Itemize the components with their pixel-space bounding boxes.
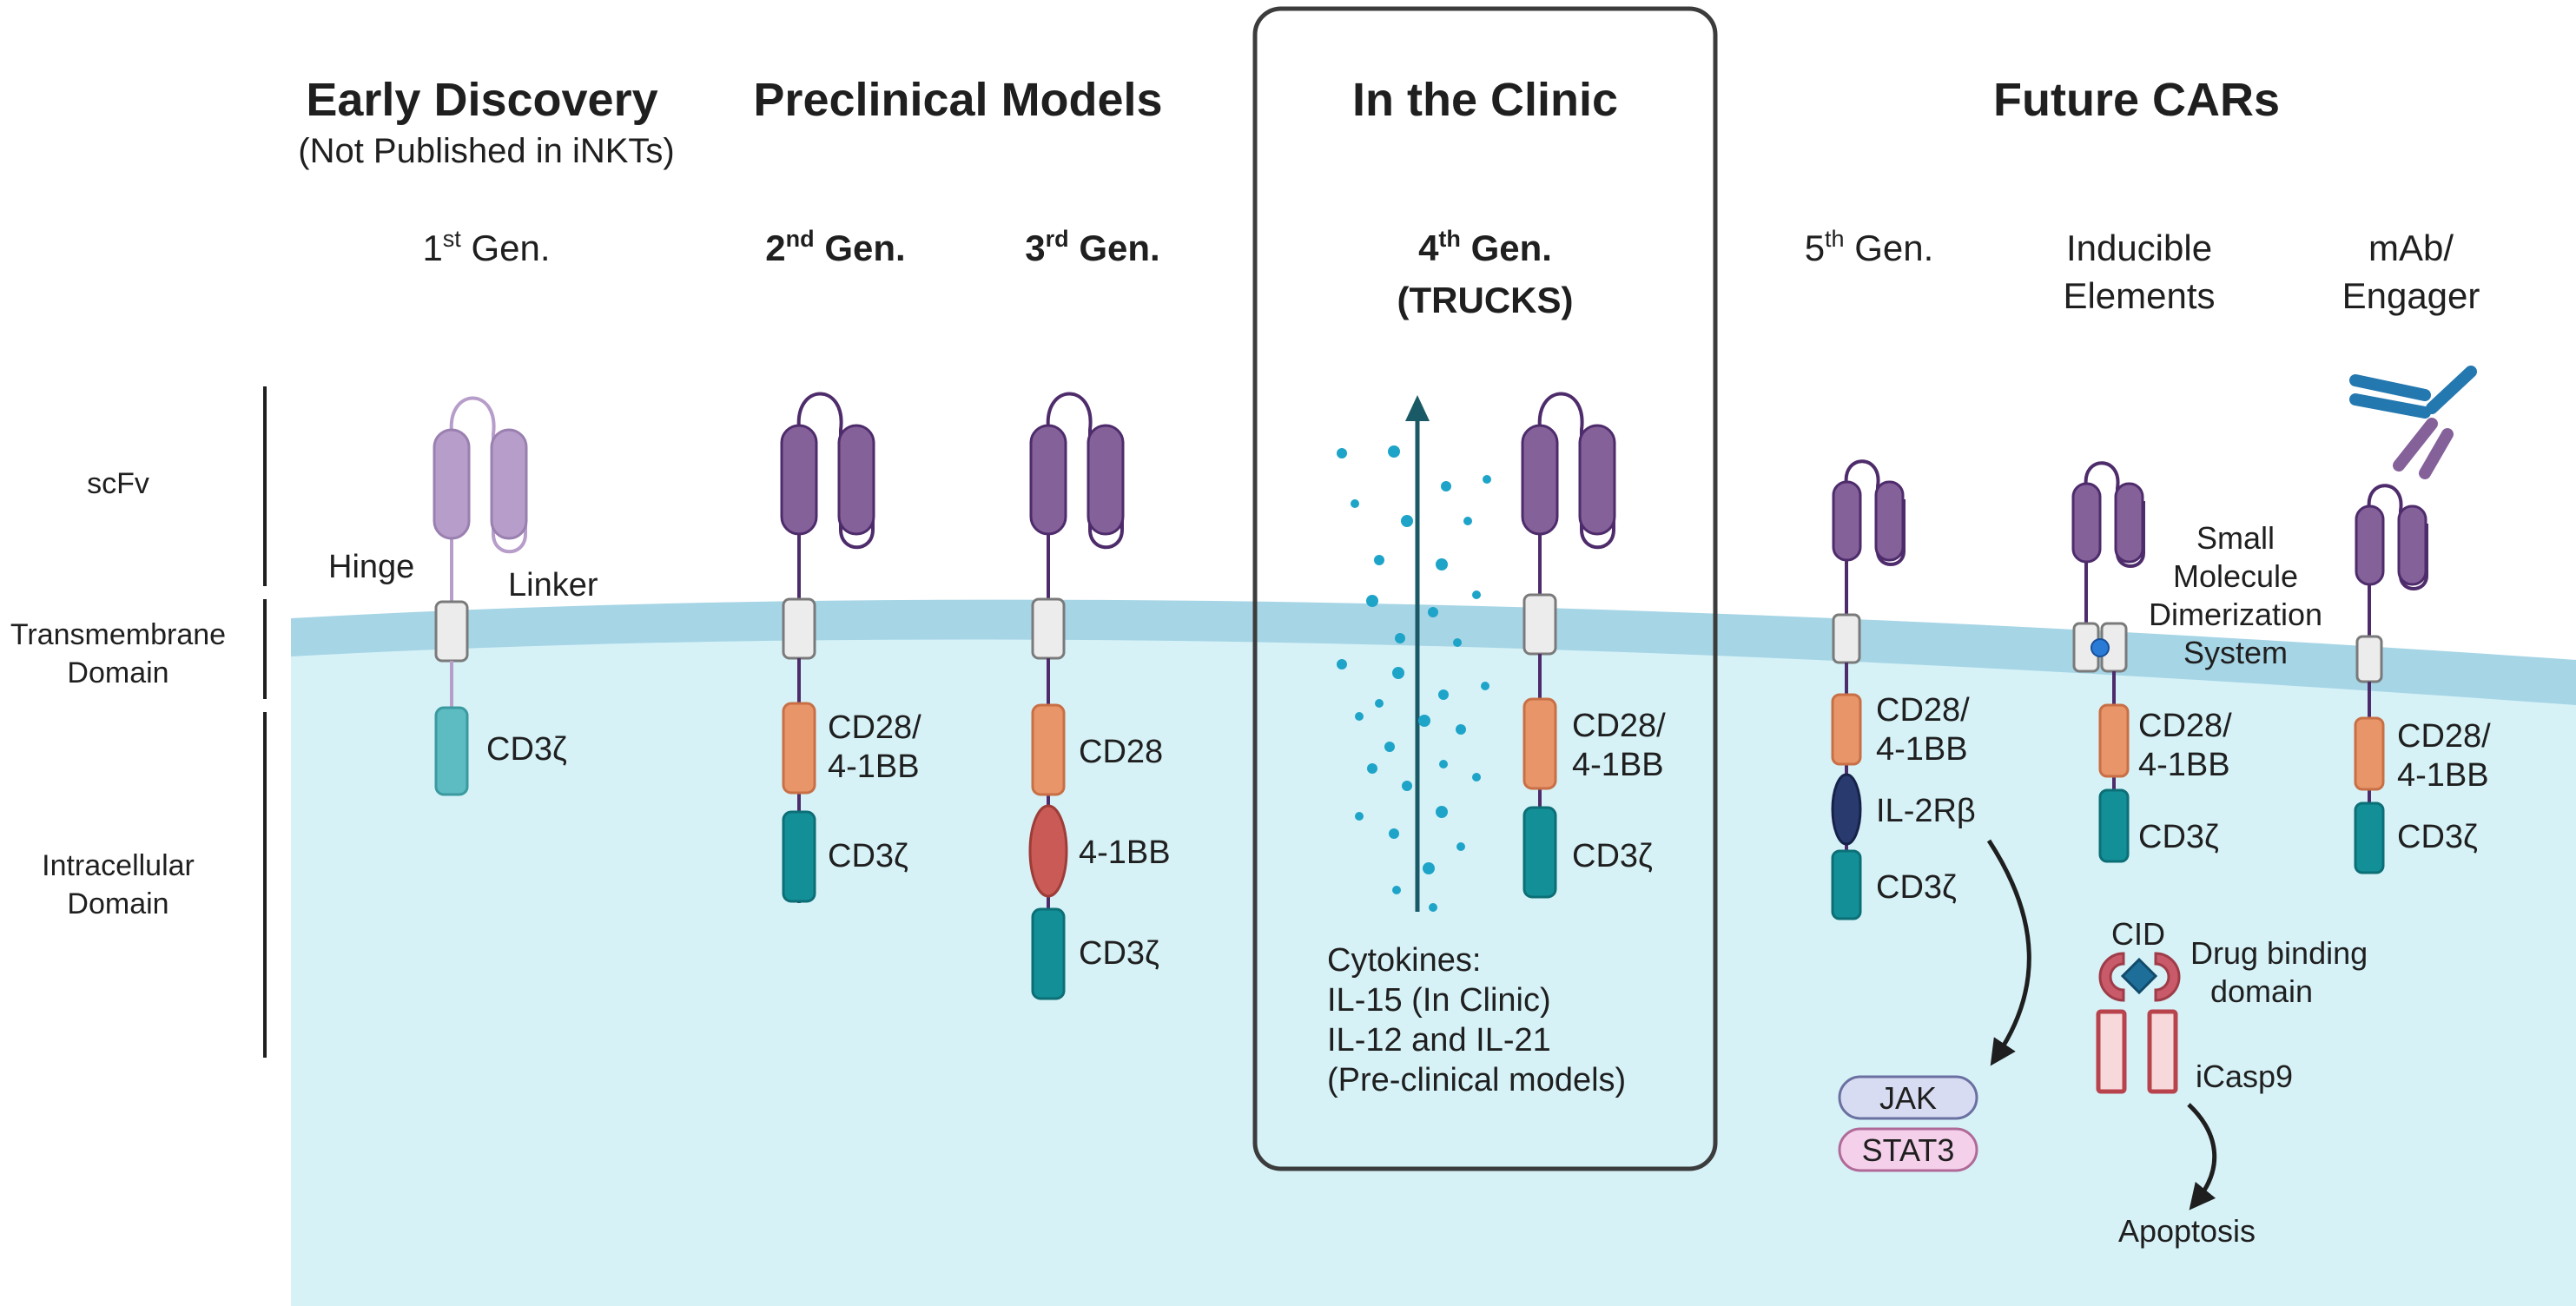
cytokines-label-line4: (Pre-clinical models) xyxy=(1327,1062,1626,1098)
drug-binding-label-line2: domain xyxy=(2210,973,2313,1009)
cell-interior xyxy=(291,606,2576,1306)
il2rb-label: IL-2Rβ xyxy=(1876,793,1976,829)
cytokines-label-line2: IL-15 (In Clinic) xyxy=(1327,982,1551,1019)
engager-label-line2: Engager xyxy=(2342,275,2480,316)
jak-pill xyxy=(1838,1075,1978,1120)
car-gen1 xyxy=(433,396,528,796)
cytokine-release xyxy=(1337,395,1491,912)
engager-label-line1: mAb/ xyxy=(2368,228,2454,268)
gen3-cd28-label: CD28 xyxy=(1079,734,1163,770)
inducible-cd28-41bb-label-line2: 4-1BB xyxy=(2138,747,2230,783)
gen2-label: 2nd Gen. xyxy=(765,226,905,268)
gen4-cd28-41bb-label-line2: 4-1BB xyxy=(1572,747,1664,783)
engager-cd28-41bb-label-line2: 4-1BB xyxy=(2397,757,2489,794)
domain-label-transmembrane-line1: Transmembrane xyxy=(10,618,226,651)
linker-label: Linker xyxy=(508,567,598,604)
gen2-cd28-41bb-label-line2: 4-1BB xyxy=(828,749,920,785)
cid-label: CID xyxy=(2111,916,2165,952)
icasp9-label: iCasp9 xyxy=(2196,1059,2293,1094)
section-title-clinic: In the Clinic xyxy=(1352,74,1618,126)
jak-stat-arrow xyxy=(1986,839,2031,1066)
engager-cd3z-label: CD3ζ xyxy=(2397,819,2478,855)
gen5-cd28-41bb-label-line2: 4-1BB xyxy=(1876,731,1968,768)
car-engager xyxy=(2349,366,2477,874)
car-inducible xyxy=(2071,461,2145,863)
gen2-cd3z-label: CD3ζ xyxy=(828,838,908,874)
small-molecule-label-line3: Dimerization xyxy=(2149,597,2322,632)
section-title-preclinical: Preclinical Models xyxy=(753,74,1162,126)
domain-label-intracellular-line1: Intracellular xyxy=(42,849,195,882)
car-gen4 xyxy=(1521,392,1616,899)
car-gen5 xyxy=(1831,459,1906,920)
inducible-cd28-41bb-label-line1: CD28/ xyxy=(2138,708,2232,744)
drug-binding-label-line1: Drug binding xyxy=(2190,935,2368,971)
gen4-label: 4th Gen. xyxy=(1418,226,1552,268)
small-molecule-label-line2: Molecule xyxy=(2173,558,2298,594)
gen1-label: 1st Gen. xyxy=(422,226,550,268)
cytokines-label-line3: IL-12 and IL-21 xyxy=(1327,1022,1551,1059)
gen3-label: 3rd Gen. xyxy=(1025,226,1159,268)
gen4-trucks-label: (TRUCKS) xyxy=(1397,280,1574,320)
stat3-pill xyxy=(1838,1127,1978,1172)
car-gen3 xyxy=(1028,392,1125,1000)
clinic-box xyxy=(1252,6,1718,1171)
section-title-early-discovery: Early Discovery xyxy=(306,74,657,126)
stat3-label: STAT3 xyxy=(1862,1132,1955,1168)
gen1-cd3z-label: CD3ζ xyxy=(486,731,567,768)
apoptosis-label: Apoptosis xyxy=(2118,1213,2256,1249)
jak-label: JAK xyxy=(1879,1080,1937,1116)
cytokines-label-line1: Cytokines: xyxy=(1327,942,1481,979)
gen2-cd28-41bb-label-line1: CD28/ xyxy=(828,709,921,746)
gen3-41bb-label: 4-1BB xyxy=(1079,834,1171,871)
section-subtitle-early-discovery: (Not Published in iNKTs) xyxy=(298,132,675,170)
gen4-cd28-41bb-label-line1: CD28/ xyxy=(1572,708,1666,744)
inducible-label-line1: Inducible xyxy=(2066,228,2212,268)
icasp9-switch xyxy=(2096,952,2181,1094)
gen5-label: 5th Gen. xyxy=(1805,226,1934,268)
domain-label-intracellular-line2: Domain xyxy=(67,887,168,920)
small-molecule-label-line4: System xyxy=(2183,635,2288,670)
gen4-cd3z-label: CD3ζ xyxy=(1572,838,1653,874)
inducible-cd3z-label: CD3ζ xyxy=(2138,819,2219,855)
engager-cd28-41bb-label-line1: CD28/ xyxy=(2397,718,2491,755)
inducible-label-line2: Elements xyxy=(2063,275,2215,316)
domain-label-transmembrane-line2: Domain xyxy=(67,656,168,689)
small-molecule-label-line1: Small xyxy=(2196,520,2275,556)
section-title-future: Future CARs xyxy=(1993,74,2280,126)
apoptosis-arrow xyxy=(2187,1103,2217,1210)
cell-membrane xyxy=(291,599,2576,705)
domain-label-scfv: scFv xyxy=(87,467,149,500)
car-gen2 xyxy=(780,392,875,903)
gen5-cd3z-label: CD3ζ xyxy=(1876,869,1957,906)
gen5-cd28-41bb-label-line1: CD28/ xyxy=(1876,692,1970,729)
hinge-label: Hinge xyxy=(328,549,414,585)
gen3-cd3z-label: CD3ζ xyxy=(1079,935,1159,972)
